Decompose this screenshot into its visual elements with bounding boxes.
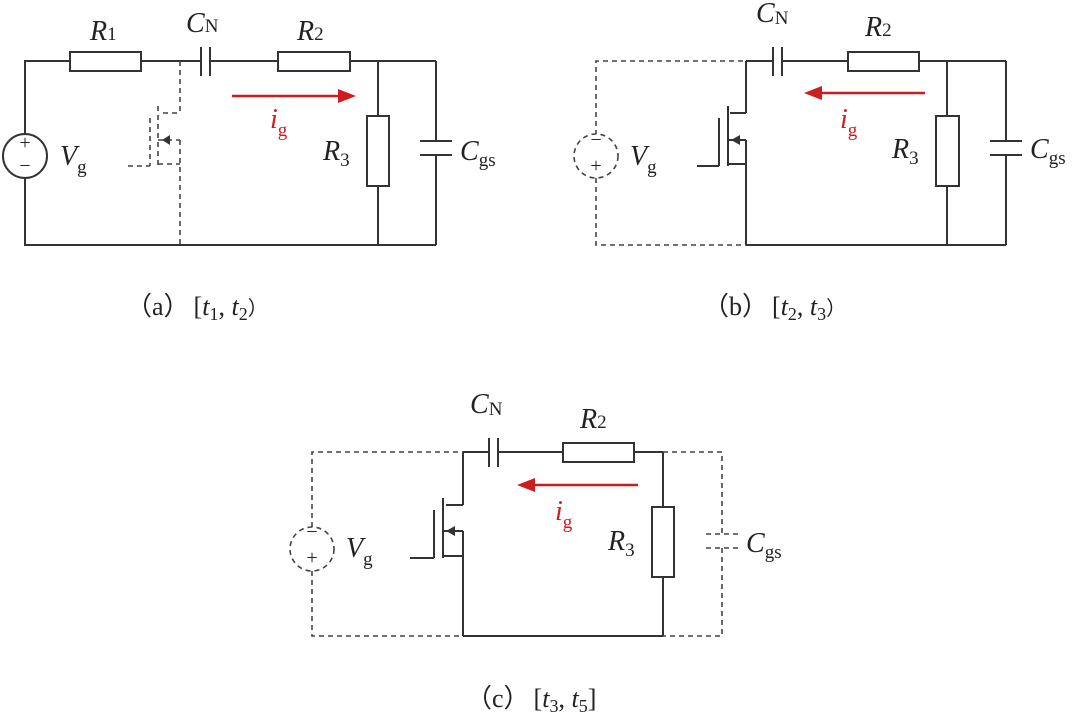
source-plus-sign: +: [590, 155, 601, 177]
label-cn: CN: [756, 0, 789, 29]
label-r2: R2: [864, 12, 892, 43]
label-cgs: Cgs: [460, 136, 496, 171]
label-ig: ig: [270, 104, 288, 141]
source-plus-sign: +: [306, 547, 317, 569]
label-ig: ig: [840, 104, 858, 141]
resistor-r2: [277, 51, 351, 72]
label-r3: R3: [607, 526, 635, 561]
resistor-r3: [935, 115, 960, 187]
label-vg: Vg: [60, 141, 87, 178]
resistor-r3: [651, 506, 675, 578]
source-minus-sign: −: [306, 521, 317, 543]
label-cn: CN: [186, 8, 219, 39]
label-ig: ig: [555, 496, 573, 533]
voltage-source-vg-dashed: [573, 133, 619, 179]
wire-c-dashed-bottom: [311, 571, 463, 637]
voltage-source-vg-dashed: [289, 526, 335, 572]
caption-a: （a）[t1, t2）: [126, 292, 268, 324]
label-vg: Vg: [346, 533, 373, 570]
caption-b: （b）[t2, t3）: [703, 292, 846, 324]
wire-b-dashed-top: [595, 60, 746, 135]
current-arrowhead-c: [517, 478, 535, 492]
label-cgs: Cgs: [746, 528, 782, 563]
label-r3: R3: [322, 136, 350, 171]
current-arrowhead-a: [338, 89, 356, 103]
mosfet: [410, 452, 464, 636]
panel-a: + − R1 CN R2 R3 Cgs Vg ig （a）[t1, t2）: [2, 8, 496, 324]
resistor-r3: [366, 115, 390, 187]
label-r3: R3: [891, 134, 919, 169]
source-plus-sign: +: [19, 132, 30, 154]
wire-c-dashed-top: [311, 451, 463, 527]
current-arrowhead-b: [804, 86, 822, 100]
label-cgs: Cgs: [1030, 134, 1066, 169]
label-r2: R2: [296, 16, 324, 47]
label-vg: Vg: [630, 141, 657, 178]
resistor-r2: [847, 51, 920, 72]
resistor-r2: [562, 442, 635, 463]
wire-b-dashed-bottom: [595, 178, 746, 246]
resistor-r1: [69, 51, 142, 72]
mosfet-dashed: [128, 61, 181, 245]
label-cn: CN: [470, 389, 503, 420]
wire-c-dashed-cgs-top: [663, 451, 723, 534]
voltage-source-vg: [2, 133, 48, 179]
wire-a-left-top: [24, 60, 70, 135]
caption-c: （c）[t3, t5]: [466, 684, 596, 716]
label-r2: R2: [579, 404, 607, 435]
mosfet: [697, 61, 747, 245]
wire-c-dashed-cgs-bottom: [663, 548, 723, 637]
panel-c: − + CN: [289, 389, 782, 716]
panel-b: − + CN: [573, 0, 1066, 324]
wire-a-bottom: [24, 178, 436, 246]
source-minus-sign: −: [590, 129, 601, 151]
source-minus-sign: −: [19, 155, 30, 177]
label-r1: R1: [89, 16, 117, 47]
